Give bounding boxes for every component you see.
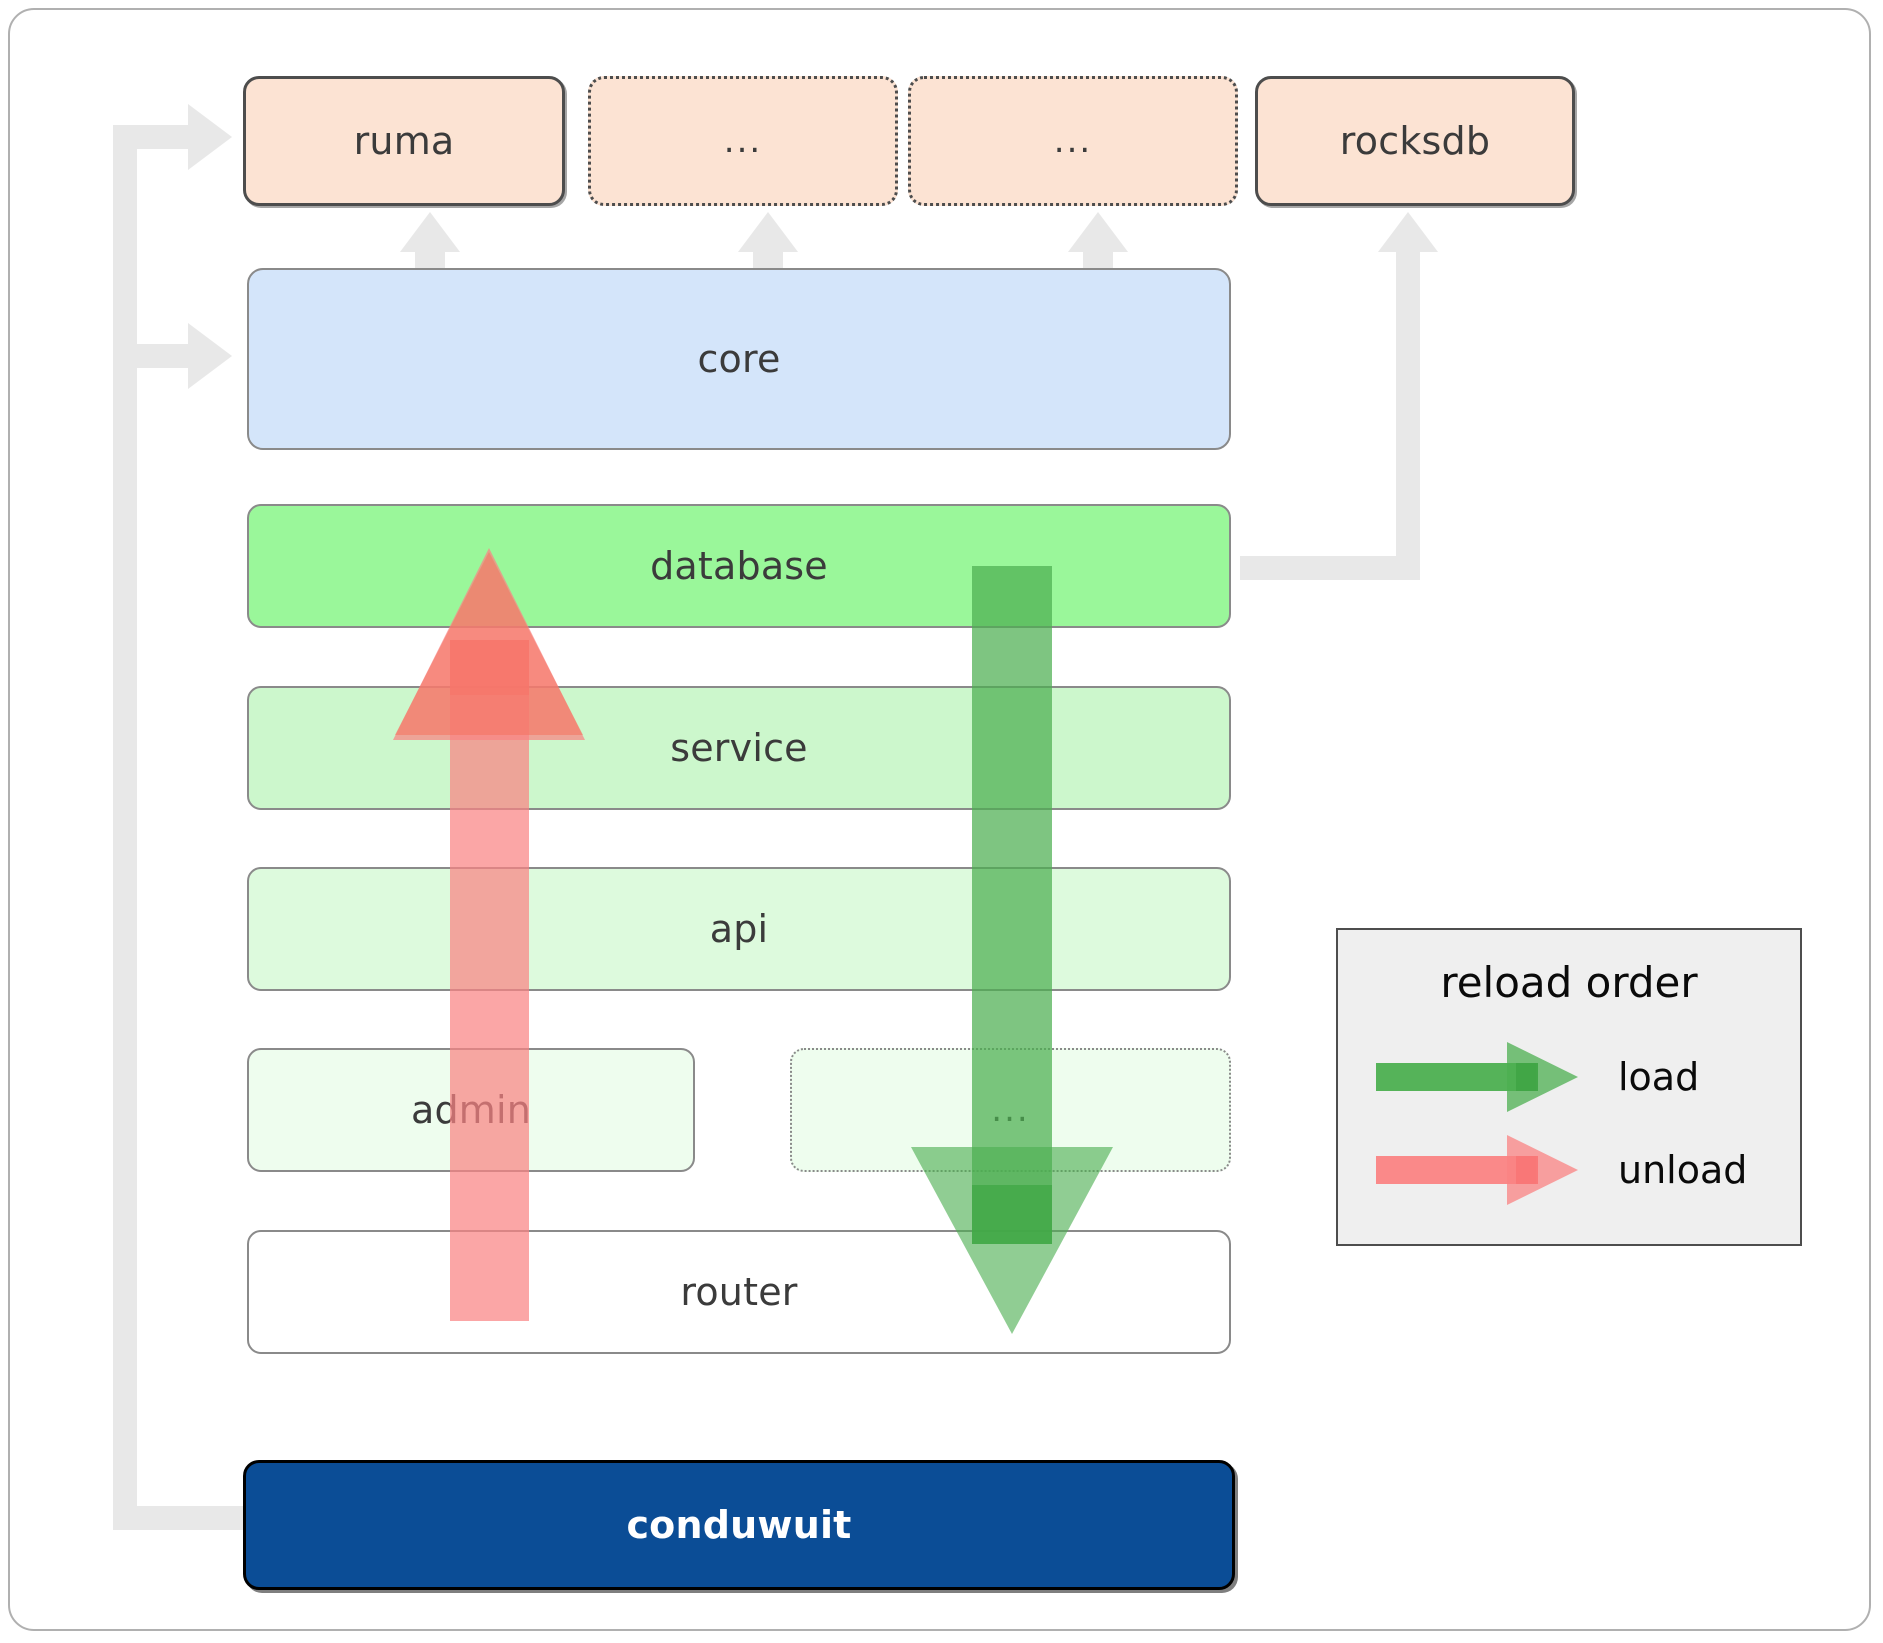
legend-unload-arrow [1376, 1135, 1578, 1205]
layer-box-router[interactable]: router [247, 1230, 1231, 1354]
legend-title: reload order [1440, 958, 1698, 1007]
dependency-box-rocksdb[interactable]: rocksdb [1255, 76, 1575, 206]
layer-box-ellipsis-leaf[interactable]: ... [790, 1048, 1231, 1172]
root-label: conduwuit [626, 1503, 852, 1547]
layer-label: core [697, 337, 781, 381]
layer-box-api[interactable]: api [247, 867, 1231, 991]
dependency-box-ruma[interactable]: ruma [243, 76, 565, 206]
layer-label: admin [410, 1088, 532, 1132]
dependency-label: rocksdb [1339, 119, 1491, 163]
legend-load-arrow [1376, 1042, 1578, 1112]
layer-box-core[interactable]: core [247, 268, 1231, 450]
layer-label: api [709, 907, 769, 951]
diagram-frame [8, 8, 1871, 1631]
dependency-box-ellipsis-2[interactable]: ... [908, 76, 1238, 206]
dependency-label: ruma [353, 119, 455, 163]
legend-label-unload: unload [1618, 1148, 1748, 1192]
dependency-label: ... [1053, 121, 1093, 161]
layer-box-admin[interactable]: admin [247, 1048, 695, 1172]
legend-label-load: load [1618, 1055, 1700, 1099]
legend-panel: reload order load unload [1336, 928, 1802, 1246]
root-box-conduwuit[interactable]: conduwuit [243, 1460, 1235, 1590]
layer-box-database[interactable]: database [247, 504, 1231, 628]
dependency-box-ellipsis-1[interactable]: ... [588, 76, 898, 206]
dependency-label: ... [723, 121, 763, 161]
layer-label: router [680, 1270, 798, 1314]
layer-label: database [650, 544, 828, 588]
layer-box-service[interactable]: service [247, 686, 1231, 810]
layer-label: ... [991, 1090, 1030, 1130]
layer-label: service [670, 726, 808, 770]
legend-arrow-swatches [1376, 1042, 1578, 1205]
